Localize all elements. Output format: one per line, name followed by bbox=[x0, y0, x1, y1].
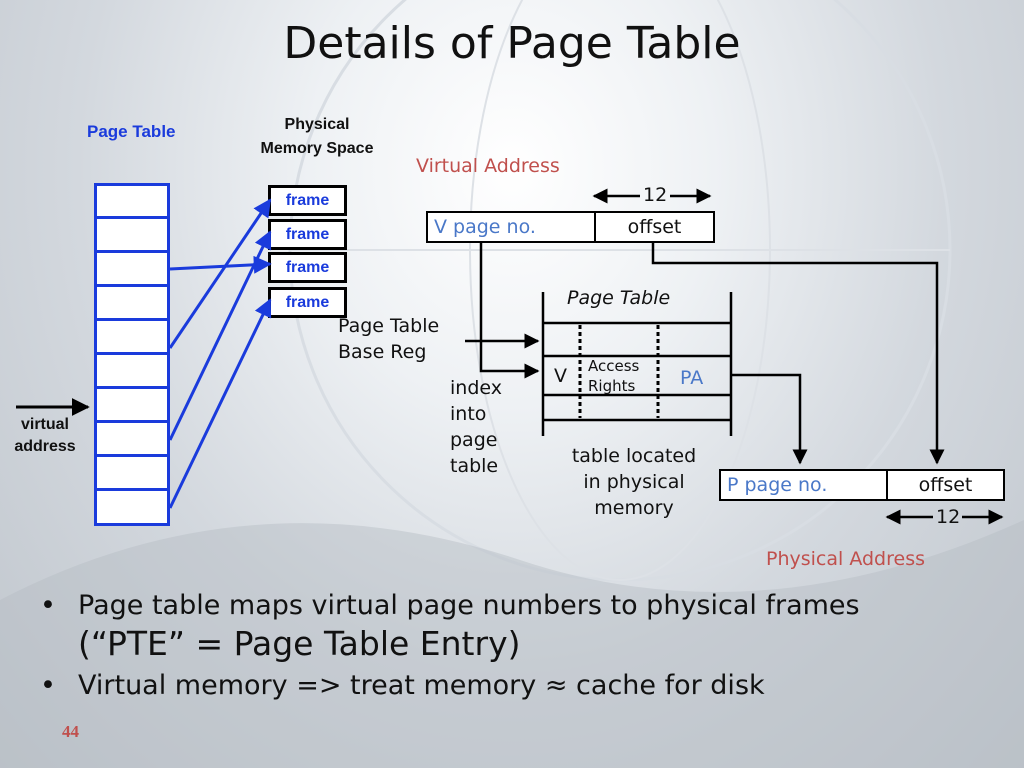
pa-bits-label: 12 bbox=[936, 506, 961, 528]
va-offset-field: offset bbox=[627, 216, 682, 238]
physical-address-box: P page no. offset bbox=[719, 469, 1005, 501]
index-line: into bbox=[450, 403, 487, 425]
table-located-line: table located bbox=[571, 445, 697, 467]
bullet-text-line2: (“PTE” = Page Table Entry) bbox=[78, 624, 521, 663]
virtual-address-label: virtual address bbox=[4, 414, 86, 458]
slide-title: Details of Page Table bbox=[283, 18, 741, 69]
virtual-address-title: Virtual Address bbox=[416, 155, 560, 177]
index-line: table bbox=[450, 455, 499, 477]
virtual-address-box: V page no. offset bbox=[426, 211, 715, 243]
bullet-dot: • bbox=[40, 670, 56, 701]
physical-address-title: Physical Address bbox=[766, 548, 925, 570]
bullet-text-line1: Virtual memory => treat memory ≈ cache f… bbox=[78, 670, 765, 701]
bullet-list: • Page table maps virtual page numbers t… bbox=[40, 588, 860, 704]
physical-memory-label-line2: Memory Space bbox=[260, 140, 374, 157]
virtual-address-line1: virtual bbox=[20, 416, 69, 433]
bullet-item: • Page table maps virtual page numbers t… bbox=[40, 588, 860, 664]
frame-mapping-arrows bbox=[168, 198, 272, 509]
va-bits-label: 12 bbox=[643, 184, 668, 206]
base-reg-line1: Page Table bbox=[338, 315, 440, 337]
va-page-field: V page no. bbox=[434, 216, 536, 238]
page-table-label: Page Table bbox=[87, 122, 176, 141]
index-label: index into page table bbox=[450, 375, 502, 479]
table-located-line: in physical bbox=[583, 471, 685, 493]
pa-offset-field: offset bbox=[918, 474, 973, 496]
access-rights-line2: Rights bbox=[588, 377, 636, 395]
table-located-line: memory bbox=[594, 497, 674, 519]
address-flow-arrows bbox=[465, 188, 1004, 525]
virtual-address-line2: address bbox=[14, 438, 76, 455]
entry-pa: PA bbox=[680, 367, 704, 389]
index-line: page bbox=[450, 429, 498, 451]
base-reg-line2: Base Reg bbox=[338, 341, 427, 363]
bullet-item: • Virtual memory => treat memory ≈ cache… bbox=[40, 668, 860, 704]
page-table-entry bbox=[94, 488, 170, 526]
page-table-title: Page Table bbox=[567, 287, 671, 309]
frame-box: frame bbox=[268, 219, 347, 250]
entry-valid-bit: V bbox=[554, 365, 567, 387]
bullet-dot: • bbox=[40, 590, 56, 621]
index-line: index bbox=[450, 377, 502, 399]
base-reg-label: Page Table Base Reg bbox=[338, 313, 439, 365]
bullet-text-line1: Page table maps virtual page numbers to … bbox=[78, 590, 860, 621]
page-table-entry bbox=[94, 284, 170, 321]
frame-box: frame bbox=[268, 252, 347, 283]
entry-access-rights: Access Rights bbox=[588, 356, 639, 396]
frame-box: frame bbox=[268, 185, 347, 216]
page-number: 44 bbox=[62, 722, 79, 741]
pa-divider bbox=[886, 471, 888, 499]
physical-memory-label: Physical Memory Space bbox=[232, 113, 402, 161]
pa-page-field: P page no. bbox=[727, 474, 828, 496]
page-table-structure bbox=[541, 292, 733, 436]
va-divider bbox=[594, 213, 596, 241]
physical-memory-label-line1: Physical bbox=[284, 116, 350, 133]
table-located-note: table located in physical memory bbox=[554, 443, 714, 521]
access-rights-line1: Access bbox=[588, 357, 640, 375]
